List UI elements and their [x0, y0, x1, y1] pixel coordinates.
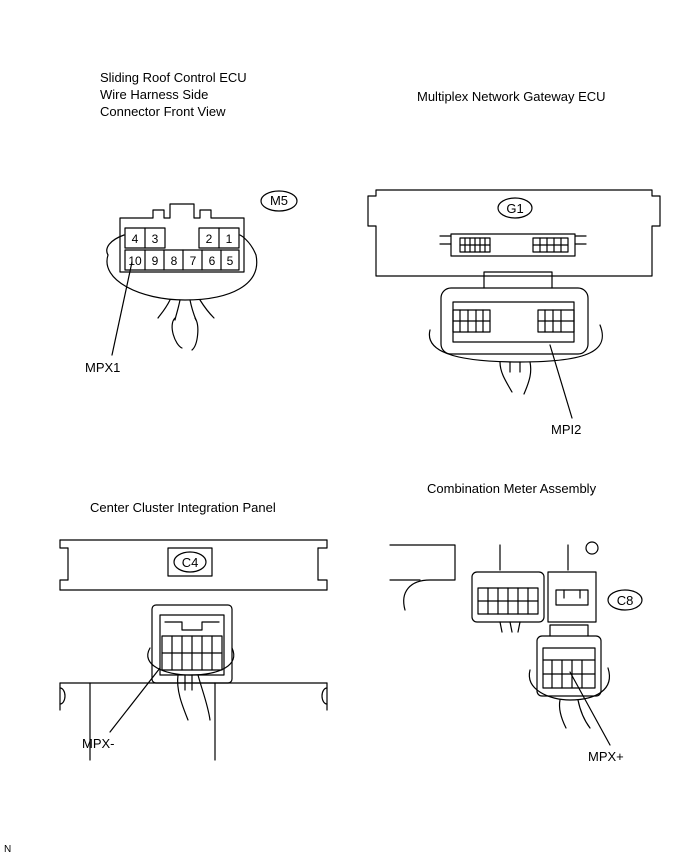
sliding-roof-title-line-1: Sliding Roof Control ECU: [100, 70, 247, 85]
gateway-title: Multiplex Network Gateway ECU: [417, 89, 606, 104]
c4-code-label: C4: [182, 555, 199, 570]
mpx-plus-callout: MPX+: [588, 749, 624, 764]
meter-c8-socket: [547, 571, 597, 623]
gateway-harness-connector: [428, 271, 603, 395]
pin-label: 6: [209, 254, 216, 268]
meter-left-connector: [471, 571, 545, 633]
g1-code-oval: [497, 197, 533, 219]
footer-mark: N: [4, 844, 12, 855]
c8-code-oval: [607, 589, 643, 611]
gateway-ecu-body: [367, 189, 661, 277]
mpi2-leader-line: [549, 344, 573, 419]
mpx1-callout: MPX1: [85, 360, 121, 375]
pin-label: 8: [171, 254, 178, 268]
pin-label: 7: [190, 254, 197, 268]
combination-meter-title: Combination Meter Assembly: [427, 481, 597, 496]
pin-label: 9: [152, 254, 159, 268]
mpx-plus-leader-line: [569, 671, 611, 746]
pin-label: 2: [206, 232, 213, 246]
c4-code-frame: [167, 547, 213, 577]
combination-meter-body: [389, 541, 599, 611]
mpi2-callout: MPI2: [551, 422, 582, 437]
c8-code-label: C8: [617, 593, 634, 608]
sliding-roof-title-line-2: Wire Harness Side: [100, 87, 209, 102]
center-cluster-title: Center Cluster Integration Panel: [90, 500, 276, 515]
pin-label: 3: [152, 232, 159, 246]
g1-code-label: G1: [506, 201, 523, 216]
c4-code-oval: [173, 551, 207, 573]
pin-label: 1: [226, 232, 233, 246]
mpx-minus-leader-line: [109, 667, 161, 733]
m5-code-label: M5: [270, 193, 288, 208]
pin-label: 5: [227, 254, 234, 268]
center-cluster-harness-connector: [147, 604, 235, 721]
sliding-roof-connector: [106, 203, 258, 351]
meter-harness-connector: [528, 624, 610, 729]
center-cluster-panel: [59, 539, 328, 761]
pin-label: 10: [128, 254, 142, 268]
mpx1-leader-line: [111, 261, 133, 356]
m5-code-oval: [260, 190, 298, 212]
sliding-roof-title-line-3: Connector Front View: [100, 104, 226, 119]
sliding-roof-pin-grid: [124, 227, 240, 271]
pin-label: 4: [132, 232, 139, 246]
